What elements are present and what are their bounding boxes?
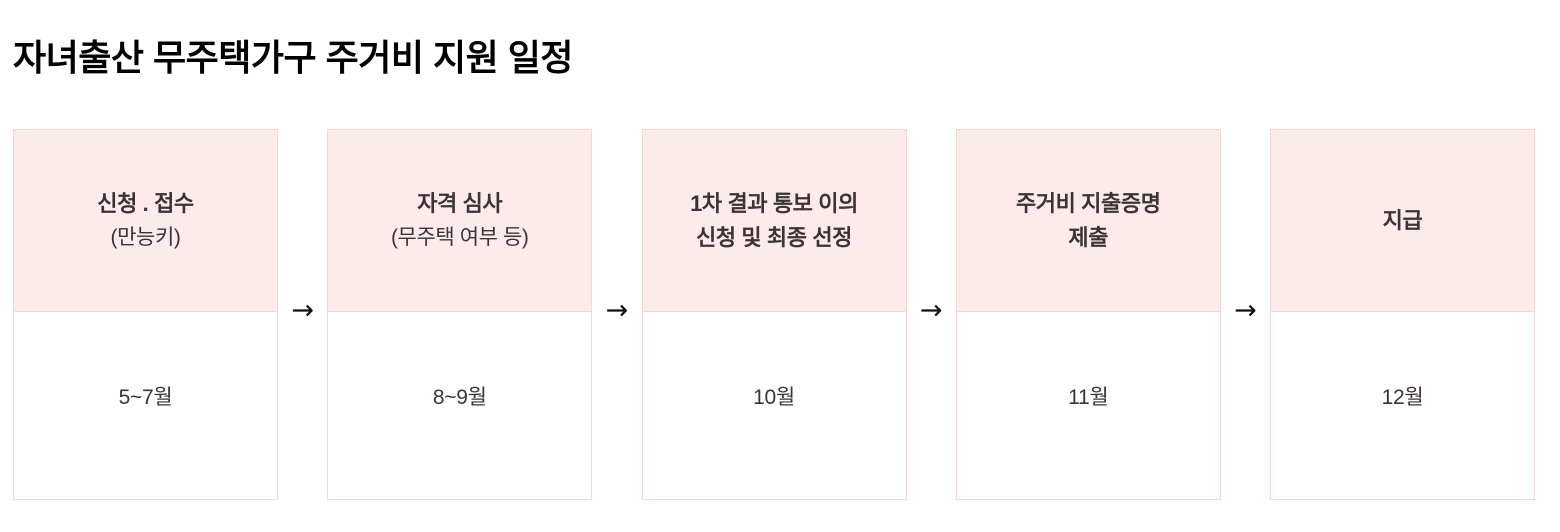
flow-step-4-body: 11월 <box>957 312 1220 499</box>
flow-step-1-period: 5~7월 <box>118 385 173 409</box>
flow-step-3-title: 1차 결과 통보 이의 <box>690 190 858 216</box>
flow-step-5-title: 지급 <box>1382 207 1423 233</box>
flow-step-2-header: 자격 심사 (무주택 여부 등) <box>328 130 592 312</box>
flow-step-4-period: 11월 <box>1068 385 1109 409</box>
flow-step-5-header: 지급 <box>1271 130 1534 312</box>
flow-step-2-subtitle: (무주택 여부 등) <box>390 225 529 249</box>
arrow-right-icon-4: → <box>1234 295 1257 326</box>
flow-step-5-body: 12월 <box>1271 312 1534 499</box>
flow-step-3-subtitle: 신청 및 최종 선정 <box>695 224 853 250</box>
flow-step-1-body: 5~7월 <box>14 312 277 499</box>
page-title: 자녀출산 무주택가구 주거비 지원 일정 <box>13 37 573 79</box>
flow-step-3[interactable]: 1차 결과 통보 이의 신청 및 최종 선정 10월 <box>641 129 907 500</box>
flow-step-3-body: 10월 <box>643 312 906 499</box>
arrow-right-icon-1: → <box>291 295 314 326</box>
arrow-right-icon-3: → <box>919 295 943 326</box>
flow-step-3-header: 1차 결과 통보 이의 신청 및 최종 선정 <box>642 130 906 312</box>
flow-step-2-period: 8~9월 <box>432 385 487 409</box>
flow-step-5-period: 12월 <box>1381 385 1424 409</box>
flow-step-4-title: 주거비 지출증명 <box>1015 190 1161 216</box>
flow-step-2-body: 8~9월 <box>328 312 591 499</box>
flow-step-4-subtitle: 제출 <box>1068 224 1109 250</box>
flow-step-1-subtitle: (만능키) <box>110 225 181 249</box>
flow-step-5[interactable]: 지급 12월 <box>1270 129 1535 500</box>
flow-step-1-header: 신청 . 접수 (만능키) <box>14 130 277 312</box>
flow-step-1-title: 신청 . 접수 <box>97 190 194 216</box>
flow-step-2-title: 자격 심사 <box>417 190 503 216</box>
flow-step-4-header: 주거비 지출증명 제출 <box>956 130 1220 312</box>
flow-step-4[interactable]: 주거비 지출증명 제출 11월 <box>955 129 1221 500</box>
flow-step-2[interactable]: 자격 심사 (무주택 여부 등) 8~9월 <box>327 129 593 500</box>
flow-step-3-period: 10월 <box>753 385 795 409</box>
flow-step-1[interactable]: 신청 . 접수 (만능키) 5~7월 <box>13 129 278 500</box>
process-flow: 신청 . 접수 (만능키) 5~7월 → 자격 심사 (무주택 여부 등) 8~… <box>13 129 1535 500</box>
arrow-right-icon-2: → <box>605 295 629 326</box>
